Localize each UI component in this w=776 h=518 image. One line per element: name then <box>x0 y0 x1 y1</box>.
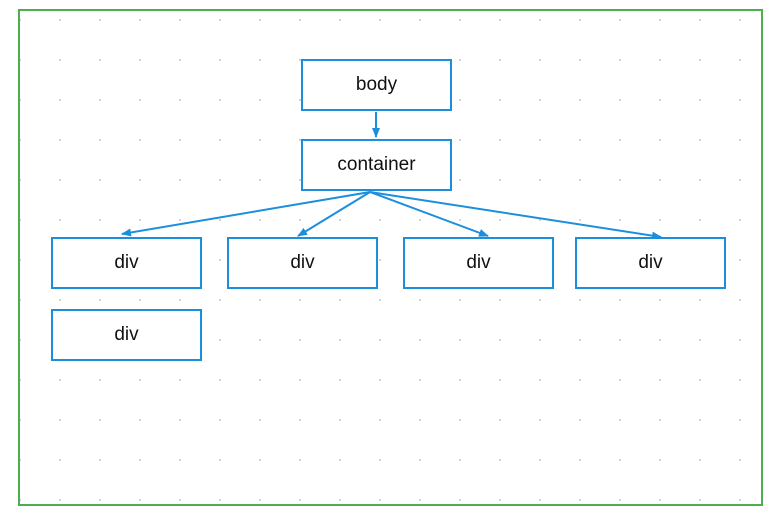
node-body[interactable]: body <box>301 59 452 111</box>
node-div-3[interactable]: div <box>403 237 554 289</box>
edge-container-to-div-1 <box>121 191 371 237</box>
node-div-1-label: div <box>114 252 139 273</box>
node-div-5[interactable]: div <box>51 309 202 361</box>
node-div-2[interactable]: div <box>227 237 378 289</box>
edge-container-to-div-4 <box>369 191 662 240</box>
node-div-1[interactable]: div <box>51 237 202 289</box>
node-div-2-label: div <box>290 252 315 273</box>
edge-container-to-div-3 <box>369 191 489 237</box>
edge-container-to-div-2 <box>297 191 371 237</box>
node-div-4-label: div <box>638 252 663 273</box>
node-div-5-label: div <box>114 324 139 345</box>
node-div-4[interactable]: div <box>575 237 726 289</box>
node-div-3-label: div <box>466 252 491 273</box>
node-body-label: body <box>355 74 398 95</box>
node-container-label: container <box>337 154 416 175</box>
diagram-frame <box>18 9 763 506</box>
node-container[interactable]: container <box>301 139 452 191</box>
